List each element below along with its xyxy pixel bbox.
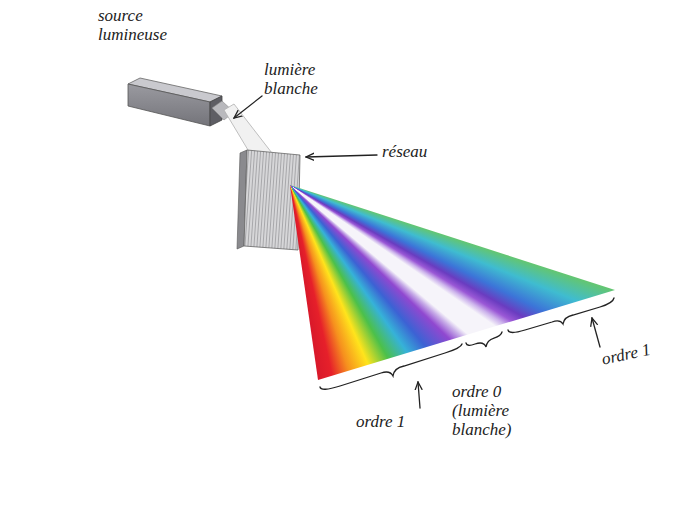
beam-label: lumière blanche [264, 60, 336, 98]
light-source [128, 78, 222, 126]
order-label: ordre 1 [356, 412, 426, 431]
leader-arrow [592, 318, 600, 347]
leader-arrow [418, 382, 420, 408]
order-label: ordre 1 [600, 335, 672, 368]
source-label: source lumineuse [98, 6, 190, 44]
order-label: ordre 0 (lumière blanche) [452, 382, 536, 439]
leader-arrow [306, 155, 377, 157]
leader-arrow [234, 96, 262, 118]
grating-label: réseau [382, 142, 452, 161]
brace [466, 332, 502, 347]
brace [320, 344, 462, 389]
brace [508, 298, 614, 333]
grating [237, 150, 300, 250]
